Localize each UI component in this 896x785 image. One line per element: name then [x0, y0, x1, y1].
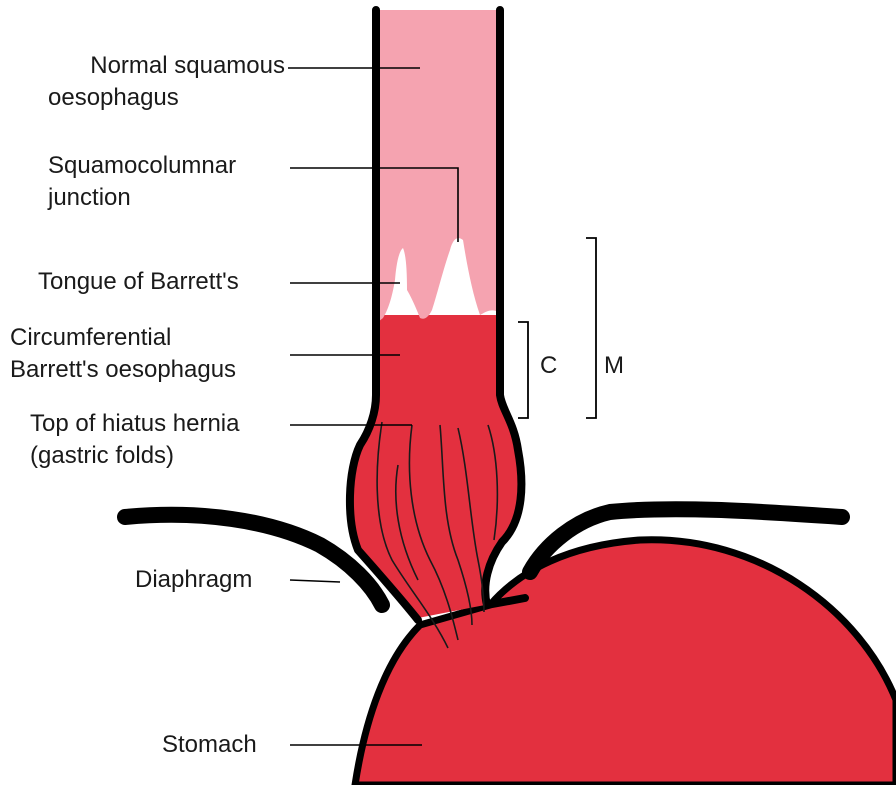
label-circumferential-barretts: Circumferential Barrett's oesophagus: [10, 322, 236, 386]
label-squamocolumnar-junction: Squamocolumnar junction: [48, 150, 236, 214]
bracket-m-label: M: [604, 350, 624, 382]
brackets: [518, 238, 596, 418]
bracket-c: [518, 322, 528, 418]
label-stomach: Stomach: [162, 729, 257, 761]
bracket-c-label: C: [540, 350, 557, 382]
pointer-diaphragm: [290, 580, 340, 582]
label-diaphragm: Diaphragm: [135, 564, 252, 596]
label-tongue-of-barretts: Tongue of Barrett's: [38, 266, 239, 298]
label-top-of-hiatus-hernia: Top of hiatus hernia (gastric folds): [30, 408, 239, 472]
bracket-m: [586, 238, 596, 418]
label-normal-squamous: Normal squamous oesophagus: [20, 50, 285, 114]
squamous-oesophagus: [378, 10, 498, 322]
